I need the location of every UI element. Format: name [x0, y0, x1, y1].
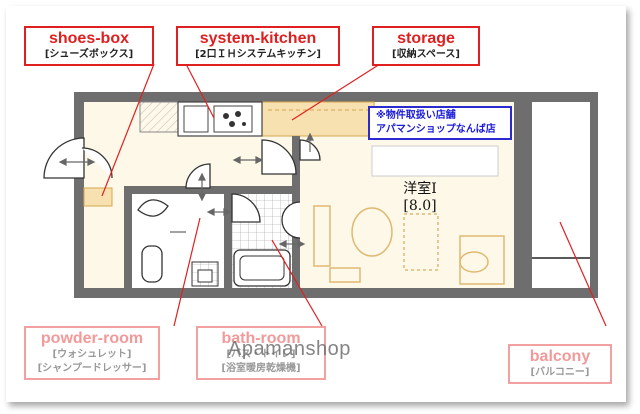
balcony-subtitle: [バルコニー] — [530, 367, 590, 378]
system-kitchen-subtitle: [2口ＩＨシステムキッチン] — [195, 49, 321, 60]
storage-title: storage — [397, 30, 455, 47]
bath-room-label: bath-room [バス・トイレ] [浴室暖房乾燥機] — [196, 326, 326, 380]
shoes-box-area — [83, 187, 113, 207]
storage-subtitle: [収納スペース] — [392, 49, 460, 60]
bath-room-subtitle-1: [バス・トイレ] — [226, 349, 296, 360]
room-name: 洋室Ⅰ — [403, 181, 437, 197]
storage-area — [261, 101, 375, 137]
system-kitchen-title: system-kitchen — [199, 30, 317, 47]
system-kitchen-label: system-kitchen [2口ＩＨシステムキッチン] — [176, 26, 340, 66]
powder-room-title: powder-room — [40, 330, 144, 347]
shoes-box-label: shoes-box [シューズボックス] — [24, 26, 154, 66]
balcony-label: balcony [バルコニー] — [508, 344, 612, 384]
store-notice-line2: アパマンショップなんば店 — [376, 124, 496, 135]
room-size: [8.0] — [403, 198, 437, 214]
balcony-area — [532, 102, 590, 288]
apamanshop-watermark: Apamanshop — [228, 338, 351, 360]
powder-room-subtitle-1: [ウォシュレット] — [52, 349, 132, 360]
powder-room-subtitle-2: [シャンプードレッサー] — [37, 363, 147, 374]
balcony-title: balcony — [529, 348, 591, 365]
storage-label: storage [収納スペース] — [372, 26, 480, 66]
shoes-box-title: shoes-box — [48, 30, 129, 47]
store-notice: ※物件取扱い店舗 アパマンショップなんば店 — [368, 106, 512, 140]
powder-room-label: powder-room [ウォシュレット] [シャンプードレッサー] — [24, 326, 160, 380]
bath-room-title: bath-room — [221, 330, 301, 347]
shoes-box-subtitle: [シューズボックス] — [44, 49, 134, 60]
store-notice-line1: ※物件取扱い店舗 — [376, 110, 456, 121]
bath-room-subtitle-2: [浴室暖房乾燥機] — [221, 363, 301, 374]
